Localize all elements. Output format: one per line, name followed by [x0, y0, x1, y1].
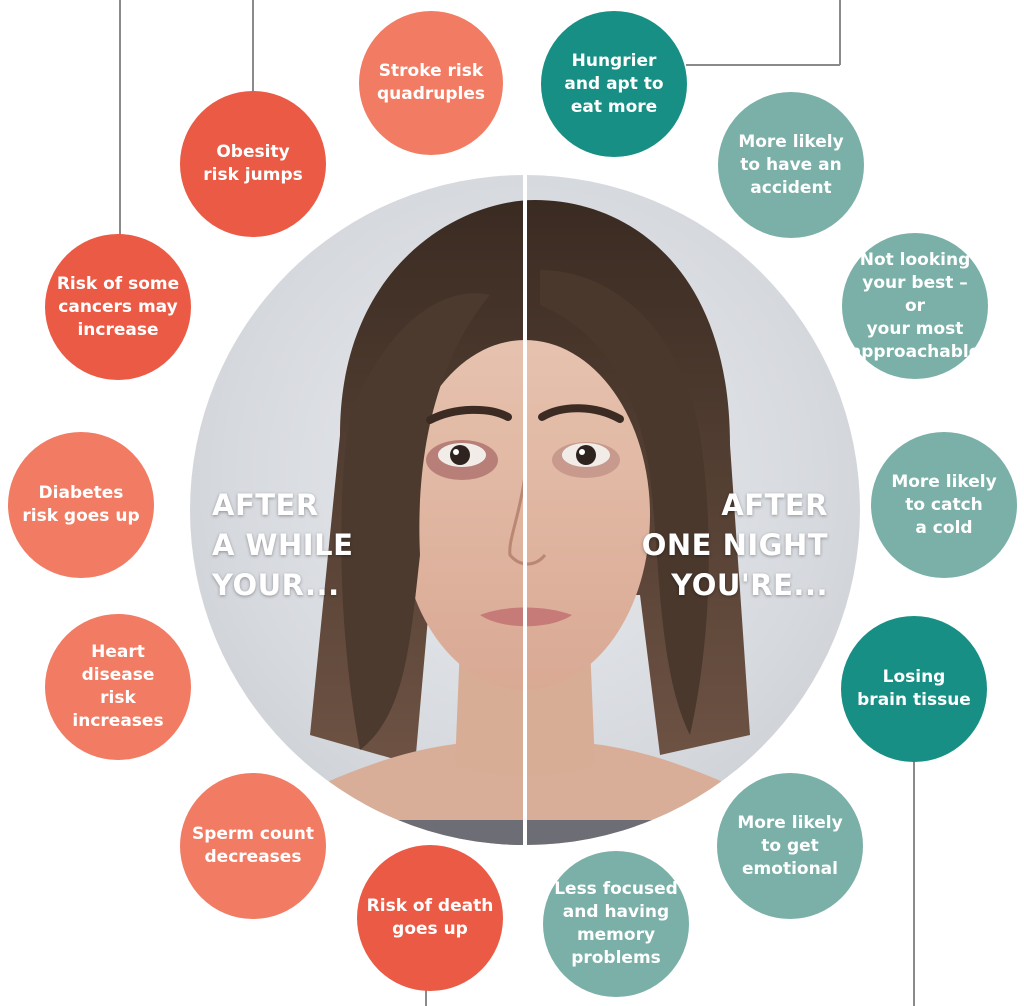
bubble-stroke-risk: Stroke risk quadruples	[359, 11, 503, 155]
portrait-circle: AFTER A WHILE YOUR... AFTER ONE NIGHT YO…	[190, 175, 860, 845]
bubble-catch-cold: More likely to catch a cold	[871, 432, 1017, 578]
face-illustration	[290, 175, 760, 845]
bubble-obesity-risk: Obesity risk jumps	[180, 91, 326, 237]
bubble-sperm-count: Sperm count decreases	[180, 773, 326, 919]
connector-line-top-right-v	[839, 0, 841, 65]
bubble-hungrier: Hungrier and apt to eat more	[541, 11, 687, 157]
bubble-cancer-risk: Risk of some cancers may increase	[45, 234, 191, 380]
connector-line-left-top	[119, 0, 121, 236]
connector-line-death	[425, 990, 427, 1006]
bubble-emotional: More likely to get emotional	[717, 773, 863, 919]
bubble-brain-tissue: Losing brain tissue	[841, 616, 987, 762]
right-heading: AFTER ONE NIGHT YOU'RE...	[641, 488, 828, 602]
left-heading: AFTER A WHILE YOUR...	[212, 488, 354, 602]
connector-line-brain	[913, 760, 915, 1006]
bubble-less-focused: Less focused and having memory problems	[543, 851, 689, 997]
bubble-not-looking-best: Not looking your best – or your most app…	[842, 233, 988, 379]
bubble-diabetes-risk: Diabetes risk goes up	[8, 432, 154, 578]
bubble-accident: More likely to have an accident	[718, 92, 864, 238]
connector-line-obesity	[252, 0, 254, 92]
connector-line-top-right-h	[686, 64, 840, 66]
bubble-death-risk: Risk of death goes up	[357, 845, 503, 991]
bubble-heart-disease: Heart disease risk increases	[45, 614, 191, 760]
